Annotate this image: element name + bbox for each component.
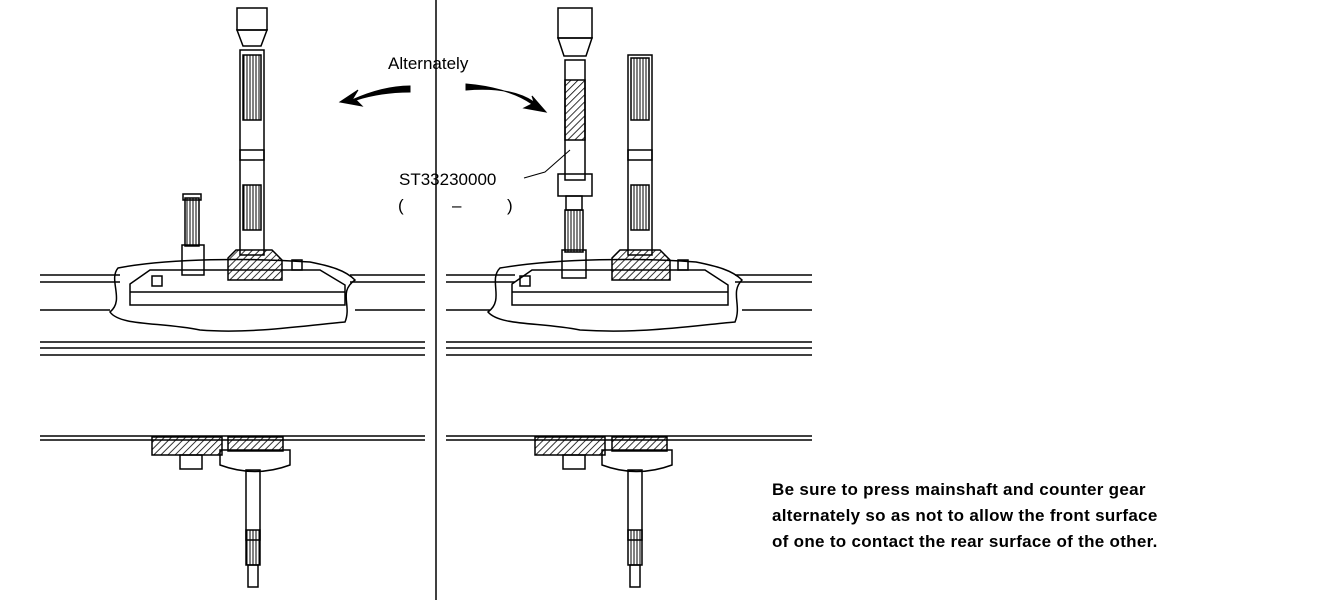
tool-leader-line: [523, 149, 571, 179]
right-press-bed: [446, 274, 812, 441]
left-lower-gear: [151, 436, 223, 456]
left-panel: [40, 7, 425, 588]
left-hatched-gear: [227, 249, 283, 281]
right-hatched-gear: [611, 249, 671, 281]
right-lower-gear: [534, 436, 606, 456]
note-line-1: Be sure to press mainshaft and counter g…: [772, 480, 1146, 499]
arrow-left: [338, 85, 411, 107]
left-press-bed: [40, 274, 425, 441]
instruction-note: Be sure to press mainshaft and counter g…: [772, 477, 1312, 555]
tool-number-label: ST33230000: [399, 170, 497, 189]
note-line-3: of one to contact the rear surface of th…: [772, 532, 1158, 551]
tool-paren-open: (: [398, 196, 404, 215]
tool-paren-dash: –: [452, 196, 462, 215]
alternately-label: Alternately: [388, 54, 469, 73]
tool-paren-close: ): [507, 196, 513, 215]
left-press-ram: [236, 7, 268, 31]
arrow-right: [465, 83, 548, 113]
note-line-2: alternately so as not to allow the front…: [772, 506, 1158, 525]
right-adapter-plate: [511, 269, 729, 306]
right-counter-gear-stub: [561, 249, 587, 279]
left-adapter-plate: [129, 269, 346, 306]
right-panel: [446, 7, 812, 588]
right-press-ram: [557, 7, 593, 39]
